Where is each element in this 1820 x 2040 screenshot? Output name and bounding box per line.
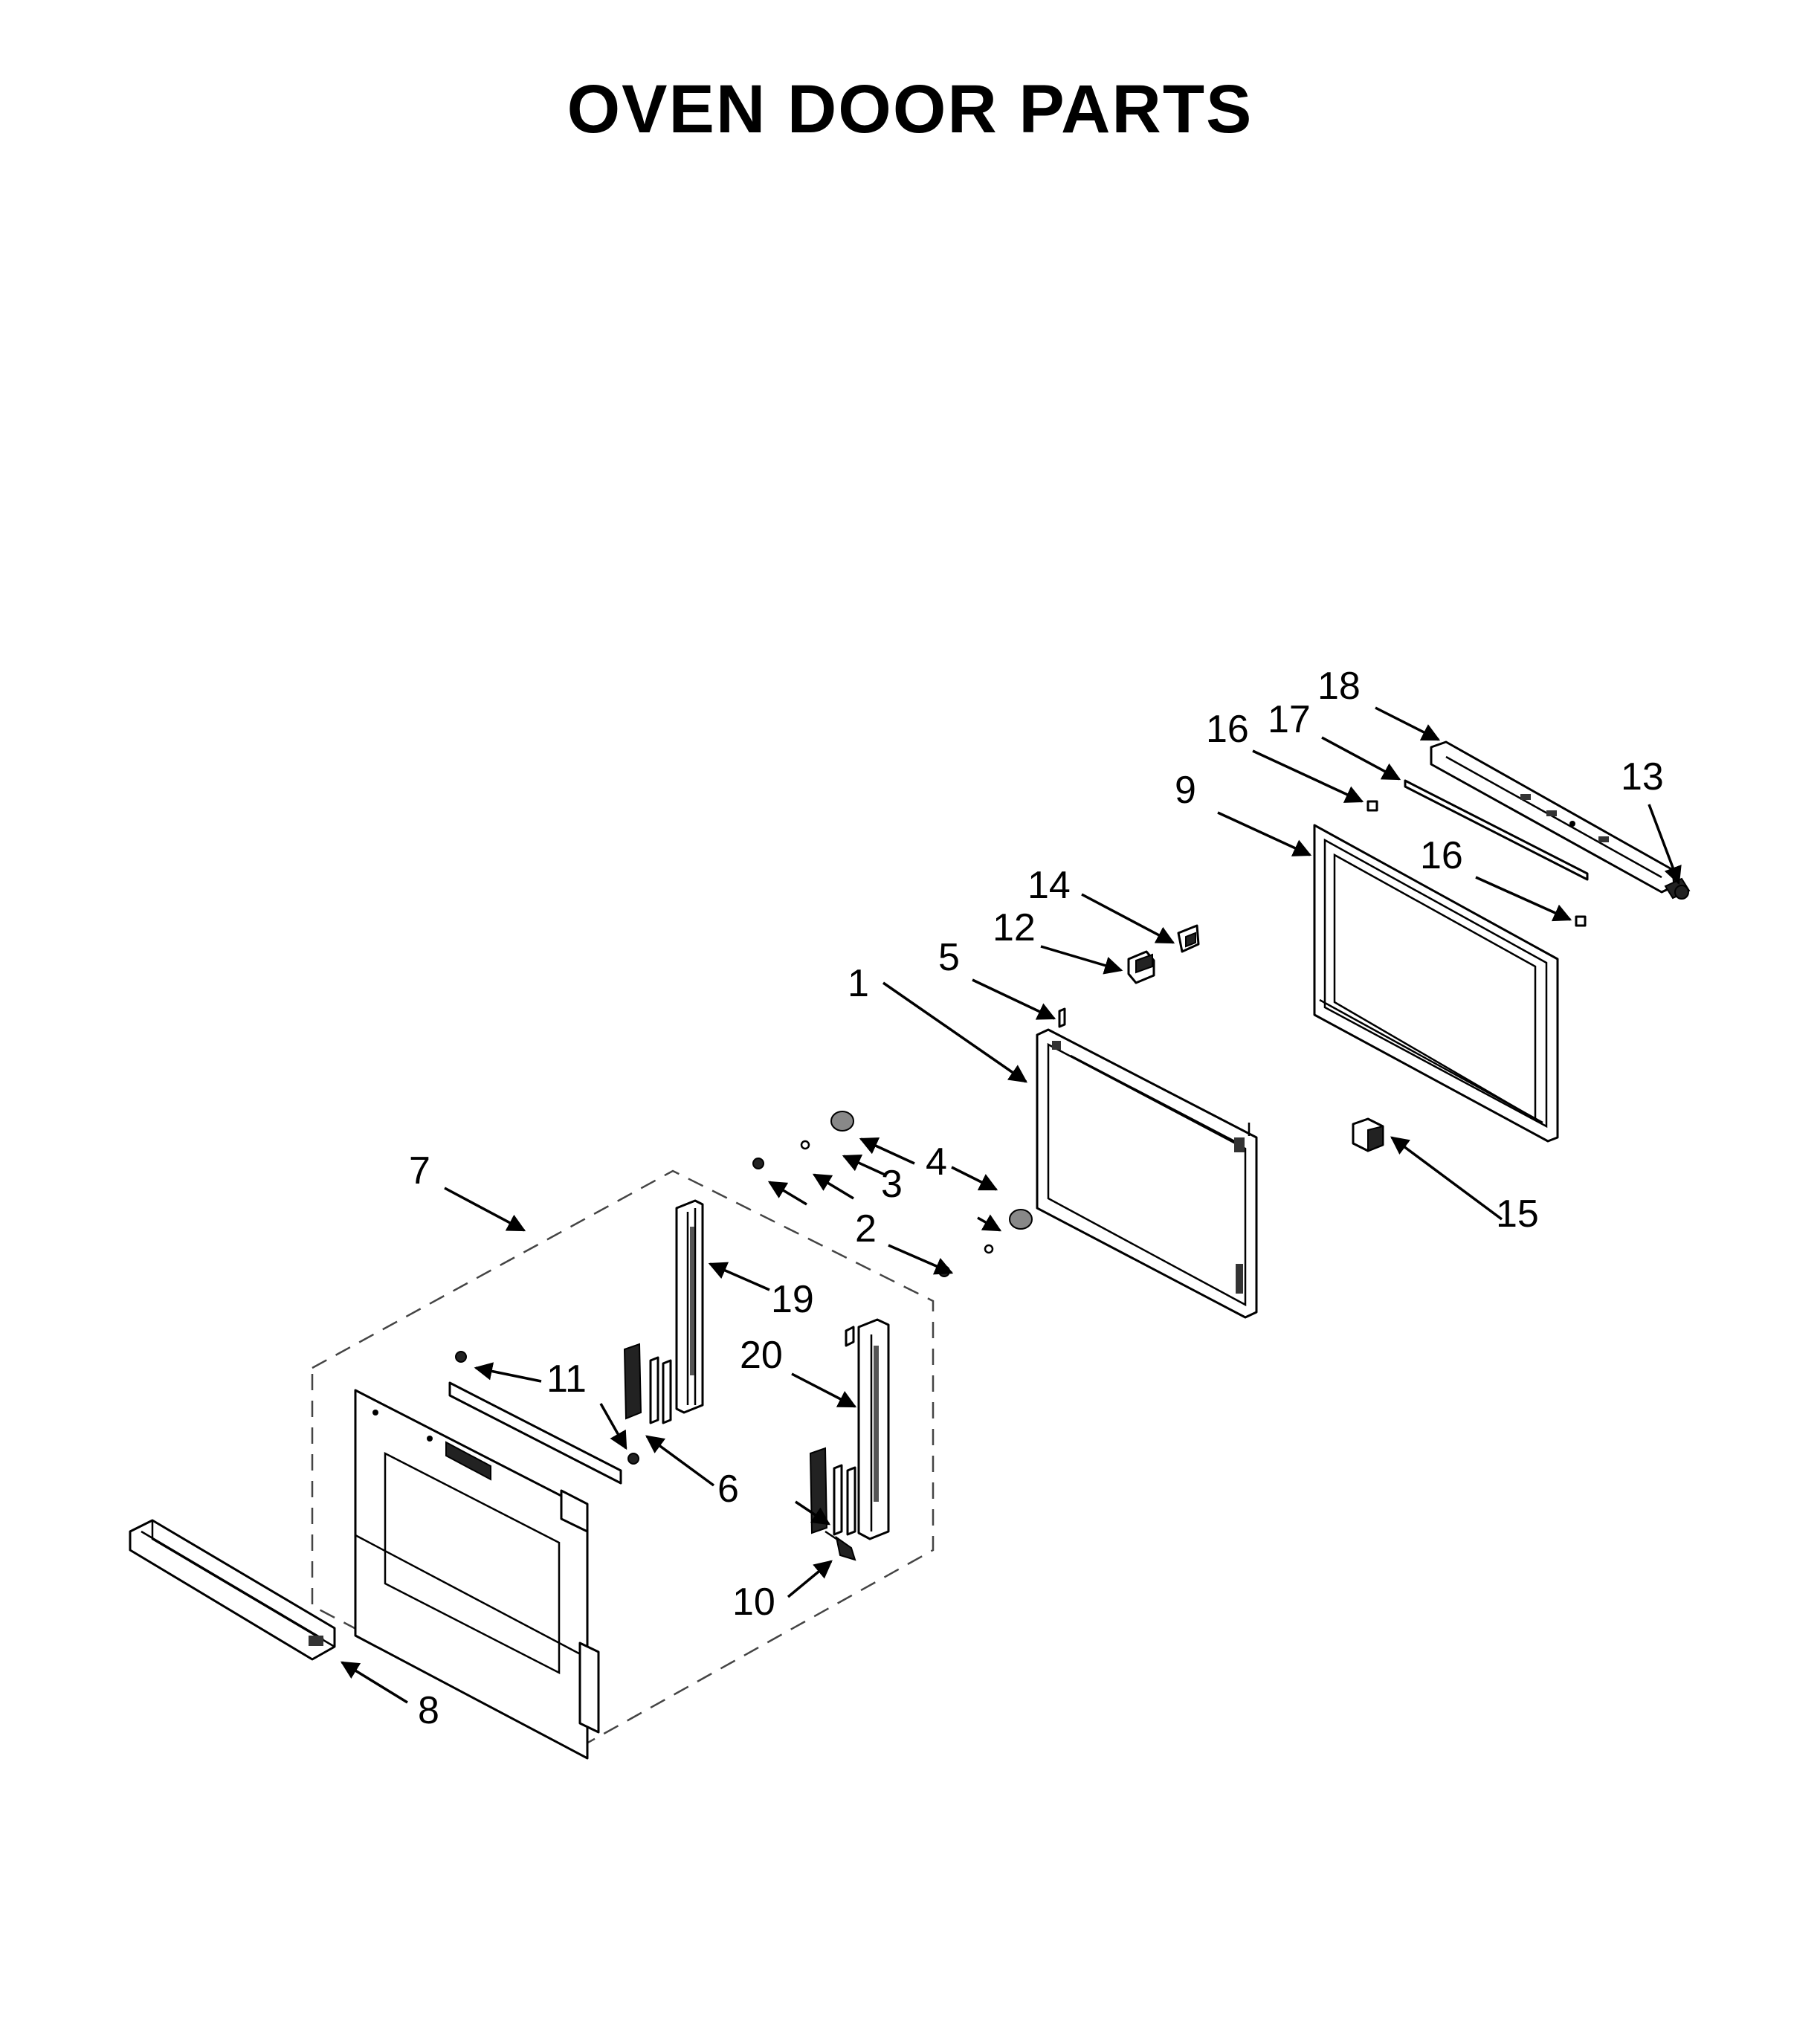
callout-20: 20 [740,1334,783,1377]
washer-upper [455,1351,467,1363]
callout-16-lower: 16 [1420,834,1463,877]
callout-8: 8 [418,1689,439,1732]
hinge-right [809,1447,856,1536]
clip-5 [1058,1007,1066,1028]
callout-numbers: 1 2 3 4 5 6 7 8 9 10 11 12 13 14 15 16 1… [409,665,1664,1732]
spacer-16-upper [1366,800,1378,812]
bracket-14 [1177,924,1200,953]
callout-16-upper: 16 [1206,708,1249,751]
grommet-4-left [830,1111,854,1132]
callout-17: 17 [1268,698,1311,741]
leader-lines [340,706,1682,1704]
hinge-rail-right [845,1318,890,1540]
spacer-2-left [752,1158,764,1169]
hinge-screw [825,1530,856,1561]
block-15 [1352,1117,1384,1152]
callout-10: 10 [732,1581,775,1624]
callout-11: 11 [546,1358,587,1401]
door-assembly-outline [311,1169,935,1749]
callout-18: 18 [1317,665,1361,708]
callout-19: 19 [771,1278,814,1321]
hinge-rail-left [675,1199,704,1414]
callout-6: 6 [717,1468,739,1511]
page-title: OVEN DOOR PARTS [567,71,1253,147]
callout-14: 14 [1027,864,1071,907]
hinge-left [623,1343,672,1424]
outer-door-panel [354,1389,600,1760]
seal-strip-17 [1404,779,1589,881]
callout-5: 5 [938,936,960,979]
callout-9: 9 [1175,769,1196,812]
callout-7: 7 [409,1149,430,1192]
grommet-4-right [1009,1209,1033,1230]
callout-1: 1 [848,962,869,1005]
callout-2: 2 [855,1207,877,1250]
spacer-16-lower [1575,915,1587,927]
inner-door-frame [1036,1028,1258,1319]
inner-glass-panel [1313,824,1559,1143]
door-trim-bar [129,1519,336,1661]
washer-lower [627,1453,639,1465]
washer-3-left [800,1140,810,1150]
callout-12: 12 [993,906,1036,949]
callout-3: 3 [881,1163,903,1206]
washer-3-right [984,1244,994,1254]
latch-12 [1127,950,1155,984]
callout-15: 15 [1496,1192,1539,1236]
door-insulation-strip [448,1381,622,1485]
callout-4: 4 [926,1140,947,1184]
callout-13: 13 [1621,755,1664,798]
